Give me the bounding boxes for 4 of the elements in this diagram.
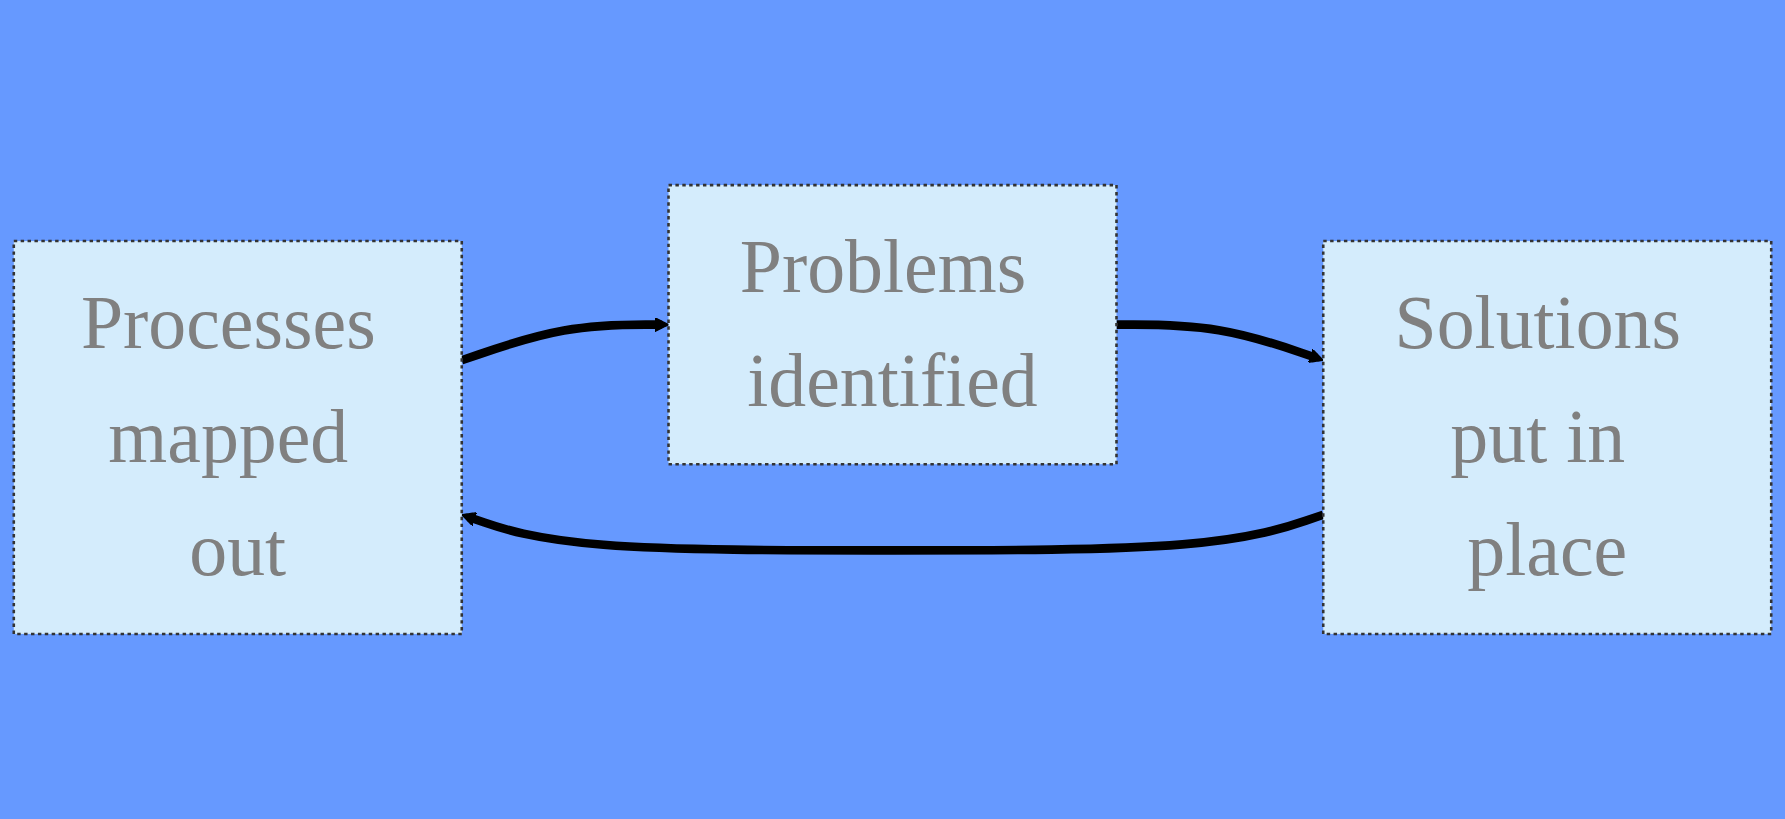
node-box: Solutions put in place: [1321, 239, 1773, 636]
arrow: [1116, 320, 1324, 363]
node-box: Problems identified: [667, 183, 1118, 466]
node-box: Processes mapped out: [12, 239, 464, 636]
